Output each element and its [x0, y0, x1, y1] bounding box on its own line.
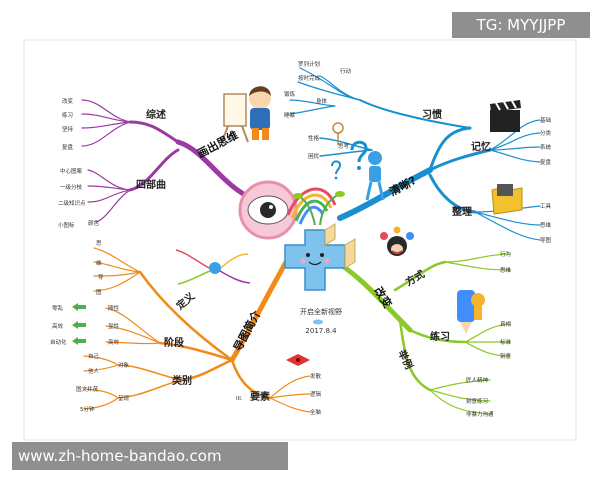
practice-leaf: 刻意 — [500, 352, 512, 360]
think-leaf: 困扰 — [308, 152, 320, 160]
example-leaf: 非暴力沟通 — [466, 410, 494, 418]
practice-leaf: 真相 — [500, 320, 512, 328]
practice-line — [408, 328, 467, 344]
arrow-icons — [72, 303, 86, 345]
key-icon — [332, 122, 344, 145]
center-title: 开启全新视野 — [300, 307, 342, 316]
define-leaf: 思 — [96, 240, 102, 247]
define-leaf: 导 — [98, 274, 104, 281]
summary-label: 综述 — [146, 108, 166, 121]
bow-icon — [286, 354, 310, 366]
example-leaf: 匠人精神 — [466, 376, 489, 384]
method-leaf: 行为 — [500, 250, 511, 258]
four-label: 四部曲 — [136, 178, 166, 191]
define-line — [138, 270, 234, 362]
stage-result: 高效 — [52, 322, 64, 330]
tidy-leaf: 工具 — [540, 203, 552, 210]
practice-leaf: 标准 — [500, 338, 512, 346]
memory-leaf: 系统 — [540, 143, 552, 151]
four-line — [128, 148, 180, 192]
memory-leaf: 复盘 — [540, 158, 552, 166]
kind-leaf: 5分钟 — [80, 405, 95, 413]
cross-character — [284, 223, 356, 291]
memory-label: 记忆 — [471, 140, 491, 153]
kind-leaf: 图文并茂 — [76, 385, 99, 393]
question-marks-icon — [331, 140, 385, 201]
habit-leaf: 按时完成 — [298, 74, 321, 82]
diagram-panel — [23, 39, 577, 441]
four-leaf: 中心图案 — [60, 167, 83, 175]
tidy-leaf: 思维 — [540, 221, 552, 229]
habit-label: 习惯 — [422, 108, 442, 121]
tidy-leaf: 导图 — [540, 236, 552, 244]
monkey-characters-illustration — [380, 226, 414, 256]
kind-leaf: 他人 — [88, 367, 100, 375]
habit-leaf: 睡眠 — [284, 111, 296, 119]
elements-label: 要素 — [250, 390, 270, 403]
stage-result: 零乱 — [52, 304, 64, 312]
summary-leaf: 坚持 — [62, 125, 74, 133]
kind-sub2: 呈现 — [118, 395, 130, 402]
kind-line — [178, 358, 234, 382]
tidy-line — [428, 173, 477, 214]
method-leaf: 思维 — [500, 266, 512, 274]
tidy-label: 整理 — [451, 205, 472, 218]
painter-boy-illustration — [221, 86, 271, 143]
mini-mindmap-icon — [175, 249, 251, 285]
summary-leaf: 复盘 — [62, 143, 74, 151]
stage-leaf: 显性 — [108, 322, 120, 330]
habit-sub2: 身体 — [316, 97, 328, 105]
kind-sub1: 对象 — [118, 361, 130, 369]
summary-leaf: 练习 — [62, 111, 73, 119]
define-leaf: 维 — [96, 259, 102, 267]
intro-main-line — [229, 252, 293, 363]
four-leaf: 二级知识点 — [58, 199, 86, 207]
method-line — [393, 260, 447, 292]
example-leaf: 刻意练习 — [466, 397, 488, 405]
think-label: 思考 — [338, 143, 350, 150]
habit-leaf: 罗列计划 — [298, 60, 320, 68]
kind-leaf: 自己 — [88, 352, 100, 360]
sprout-icon — [293, 191, 345, 226]
elements-num: III. — [236, 396, 243, 402]
habit-sub1: 行动 — [340, 67, 352, 75]
stage-leaf: 高效 — [108, 338, 120, 346]
eye-illustration — [238, 180, 298, 240]
habit-line — [428, 126, 472, 172]
clear-main-line — [337, 167, 433, 221]
habit-leaf: 锻炼 — [284, 90, 296, 98]
memory-line — [428, 148, 492, 172]
clapperboard-icon — [490, 100, 521, 132]
folder-icon — [491, 184, 523, 215]
center-date: 2017.8.4 — [305, 327, 337, 335]
memory-leaf: 基础 — [540, 116, 552, 124]
elements-line — [230, 358, 272, 400]
kind-label: 类别 — [172, 374, 192, 387]
four-leaf: 颜色 — [88, 219, 100, 227]
four-leaf: 一级分枝 — [60, 183, 83, 191]
stage-line — [158, 341, 234, 362]
practice-label: 练习 — [430, 330, 450, 343]
pencil-character-icon — [457, 290, 485, 334]
stage-label: 阶段 — [164, 336, 184, 349]
define-leaf: 图 — [96, 288, 102, 296]
elements-leaf: 逻辑 — [310, 390, 322, 398]
memory-leaf: 分类 — [540, 129, 552, 137]
summary-leaf: 改变 — [62, 97, 74, 105]
watermark-bottom: www.zh-home-bandao.com — [12, 442, 288, 470]
elements-leaf: 全脑 — [310, 408, 322, 416]
example-line — [398, 318, 432, 392]
stage-leaf: 随性 — [108, 304, 120, 312]
summary-line — [128, 120, 180, 144]
four-extra: 小图标 — [58, 221, 75, 229]
cloud-icon — [313, 319, 323, 325]
stage-result: 自动化 — [50, 338, 67, 346]
elements-leaf: 发散 — [310, 372, 322, 380]
watermark-top: TG: MYYJJPP — [452, 12, 590, 38]
think-leaf: 性格 — [308, 134, 320, 142]
